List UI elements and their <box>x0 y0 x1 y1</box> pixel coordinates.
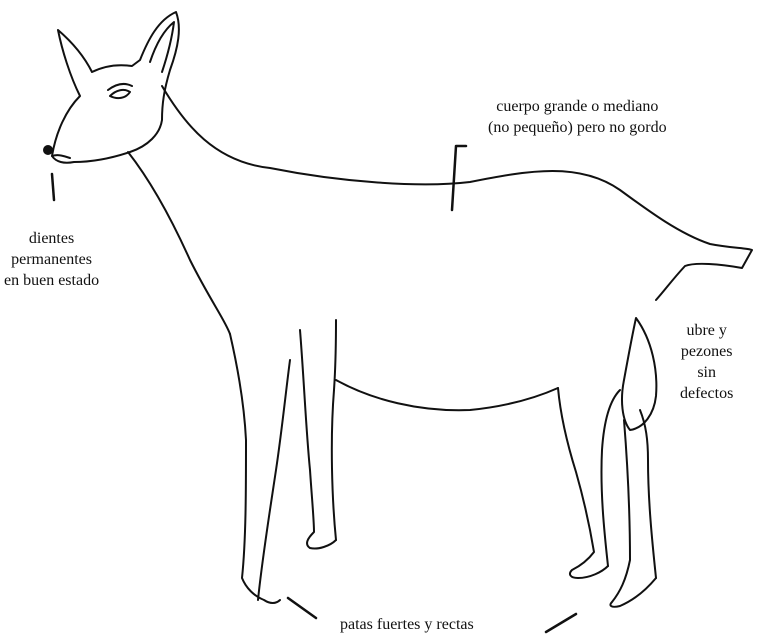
goat-hind-leg-right-back <box>640 410 656 578</box>
goat-head-outline <box>52 12 179 163</box>
goat-inner-ear <box>150 22 174 72</box>
legs-pointer-right <box>546 614 576 632</box>
goat-nose <box>44 146 52 154</box>
goat-hind-leg-left-back <box>601 390 620 566</box>
label-udder-line-4: defectos <box>680 383 733 404</box>
label-body: cuerpo grande o mediano (no pequeño) per… <box>488 96 667 138</box>
label-teeth-line-1: dientes <box>4 228 99 249</box>
label-udder-line-3: sin <box>680 362 733 383</box>
goat-belly-outline <box>336 380 558 410</box>
legs-pointer-left <box>288 598 316 618</box>
goat-front-leg-left <box>230 334 280 603</box>
goat-front-leg-right <box>300 330 336 549</box>
label-legs: patas fuertes y rectas <box>340 614 474 635</box>
body-pointer <box>452 146 466 210</box>
label-teeth-line-3: en buen estado <box>4 270 99 291</box>
label-body-line-1: cuerpo grande o mediano <box>488 96 667 117</box>
goat-neck-outline <box>128 152 230 334</box>
label-teeth: dientes permanentes en buen estado <box>4 228 99 291</box>
teeth-pointer <box>52 174 54 200</box>
goat-hind-leg-left <box>558 388 608 578</box>
label-teeth-line-2: permanentes <box>4 249 99 270</box>
label-udder-line-2: pezones <box>680 341 733 362</box>
label-body-line-2: (no pequeño) pero no gordo <box>488 117 667 138</box>
goat-front-leg-left-back <box>258 360 290 600</box>
goat-udder <box>622 318 656 430</box>
goat-eye <box>110 90 130 98</box>
goat-front-leg-right-back <box>332 320 336 540</box>
goat-mouth <box>52 155 70 158</box>
label-udder-line-1: ubre y <box>680 320 733 341</box>
goat-eyebrow <box>108 84 132 90</box>
goat-hind-leg-right <box>610 420 656 607</box>
label-udder: ubre y pezones sin defectos <box>680 320 733 404</box>
